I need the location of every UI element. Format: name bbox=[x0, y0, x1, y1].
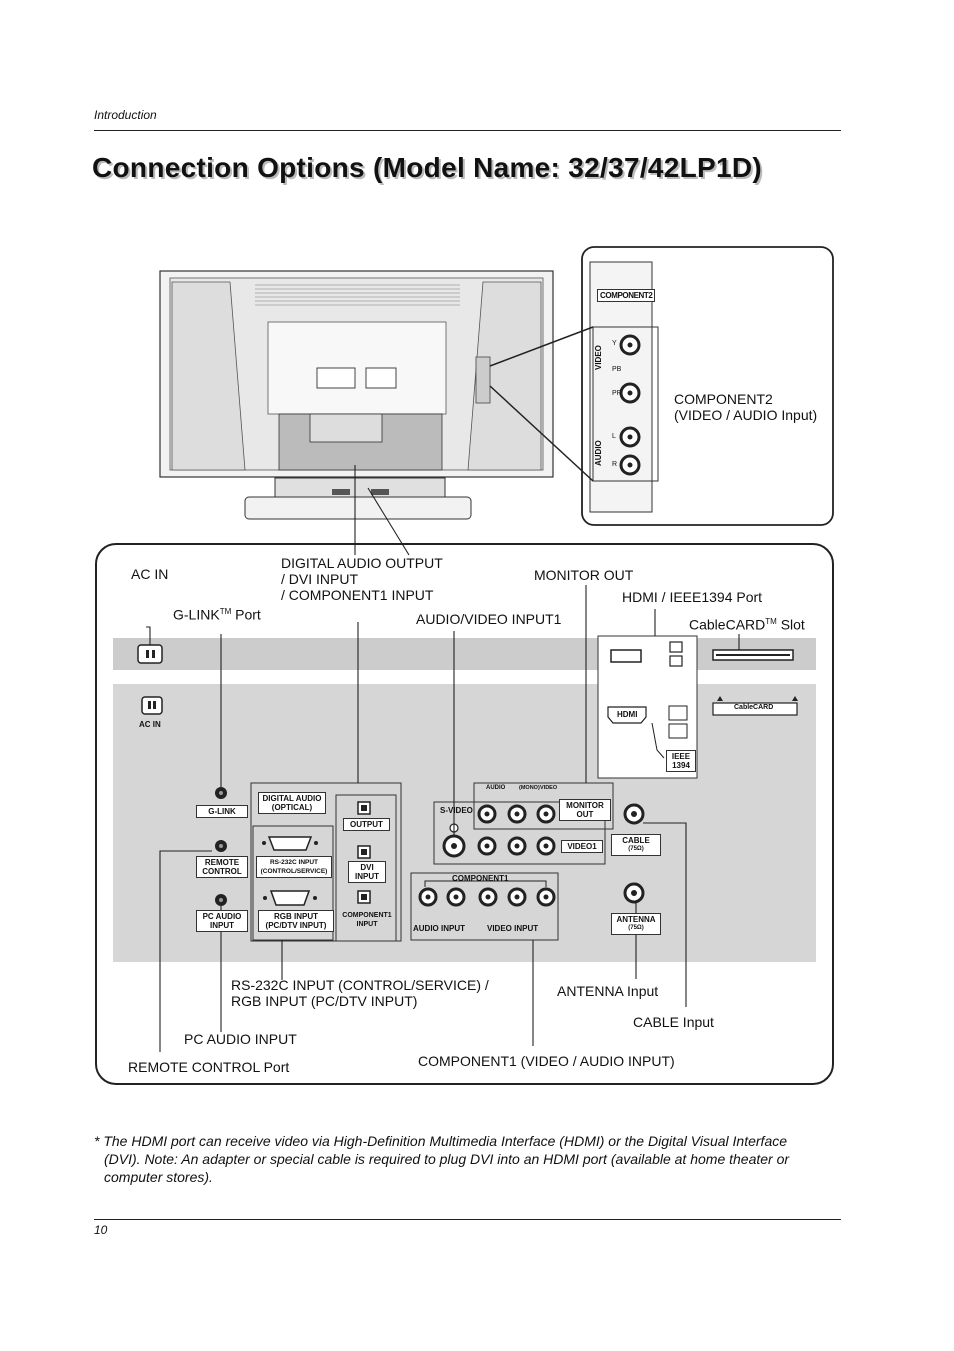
cablecard-tm: TM bbox=[765, 617, 777, 626]
rgb-label-line1: RGB INPUT bbox=[274, 912, 318, 921]
panel-video-label: VIDEO bbox=[540, 785, 558, 791]
antenna-callout: ANTENNA Input bbox=[557, 983, 659, 999]
digital-audio-label-line1: DIGITAL AUDIO bbox=[262, 794, 322, 803]
panel-cablecard-label: CableCARD bbox=[734, 704, 774, 711]
page-number: 10 bbox=[94, 1223, 108, 1237]
component2-callout-line2: (VIDEO / AUDIO Input) bbox=[674, 407, 818, 423]
footer-divider bbox=[94, 1219, 841, 1220]
tv-rear-illustration bbox=[159, 270, 554, 520]
monitor-out-callout: MONITOR OUT bbox=[534, 567, 634, 583]
rgb-label-line2: (PC/DTV INPUT) bbox=[265, 921, 327, 930]
component2-callout: COMPONENT2 (VIDEO / AUDIO Input) bbox=[674, 391, 817, 423]
component1-callout: COMPONENT1 (VIDEO / AUDIO INPUT) bbox=[418, 1053, 675, 1069]
antenna-label-line1: ANTENNA bbox=[616, 915, 656, 924]
remote-control-callout: REMOTE CONTROL Port bbox=[128, 1059, 290, 1075]
ac-in-callout: AC IN bbox=[131, 566, 169, 582]
antenna-label-line2: (75Ω) bbox=[628, 925, 644, 931]
cable-callout: CABLE Input bbox=[633, 1014, 714, 1030]
cablecard-callout-text: CableCARD bbox=[689, 616, 766, 633]
digital-audio-callout-line2: / DVI INPUT bbox=[281, 571, 359, 587]
panel-g-link-label: G-LINK bbox=[196, 805, 248, 818]
av-input1-callout: AUDIO/VIDEO INPUT1 bbox=[416, 611, 562, 627]
panel-mono-label: (MONO) bbox=[519, 785, 540, 791]
cablecard-callout-suffix: Slot bbox=[776, 616, 805, 633]
digital-audio-callout-line3: / COMPONENT1 INPUT bbox=[281, 587, 434, 603]
pc-audio-label-line1: PC AUDIO bbox=[202, 912, 242, 921]
component1-input-line2: INPUT bbox=[356, 921, 378, 928]
l-label: L bbox=[612, 433, 616, 440]
pb-label: PB bbox=[612, 366, 622, 373]
dvi-label-line1: DVI bbox=[360, 863, 374, 872]
video-label: VIDEO bbox=[594, 345, 603, 370]
footnote-line-3: computer stores). bbox=[104, 1169, 213, 1185]
rs232c-callout-line1: RS-232C INPUT (CONTROL/SERVICE) / bbox=[231, 977, 489, 993]
footnote-line-1: * The HDMI port can receive video via Hi… bbox=[94, 1133, 788, 1149]
monitor-out-line2: OUT bbox=[576, 810, 594, 819]
panel-audio-input-label: AUDIO INPUT bbox=[413, 924, 465, 933]
panel-s-video-label: S-VIDEO bbox=[440, 806, 473, 815]
component2-jacks bbox=[619, 334, 641, 476]
connection-diagram bbox=[95, 246, 834, 1085]
pc-audio-label-line2: INPUT bbox=[210, 921, 234, 930]
pr-label: PR bbox=[612, 390, 622, 397]
av-jacks bbox=[477, 804, 556, 856]
section-header: Introduction bbox=[94, 108, 157, 122]
ieee-label-line1: IEEE bbox=[671, 752, 691, 761]
footnote-line-2: (DVI). Note: An adapter or special cable… bbox=[104, 1151, 790, 1167]
ieee-label-line2: 1394 bbox=[672, 761, 690, 770]
y-label: Y bbox=[612, 340, 617, 347]
panel-video1-label: VIDEO1 bbox=[561, 840, 603, 853]
digital-audio-callout-line1: DIGITAL AUDIO OUTPUT bbox=[281, 555, 443, 571]
digital-audio-callout: DIGITAL AUDIO OUTPUT / DVI INPUT / COMPO… bbox=[281, 555, 443, 603]
panel-cable-label: CABLE(75Ω) bbox=[611, 834, 661, 856]
panel-rs232c-label: RS-232C INPUT (CONTROL/SERVICE) bbox=[256, 856, 332, 878]
panel-output-label: OUTPUT bbox=[343, 818, 390, 831]
cablecard-callout: CableCARDTM Slot bbox=[689, 614, 805, 633]
page-title: Connection Options (Model Name: 32/37/42… bbox=[92, 152, 763, 183]
g-link-callout-suffix: Port bbox=[231, 606, 261, 623]
rs232c-callout: RS-232C INPUT (CONTROL/SERVICE) / RGB IN… bbox=[231, 977, 489, 1009]
remote-label-line1: REMOTE bbox=[204, 858, 240, 867]
panel-ac-in-label: AC IN bbox=[139, 720, 161, 729]
component2-callout-line1: COMPONENT2 bbox=[674, 391, 773, 407]
panel-video-input-label: VIDEO INPUT bbox=[487, 924, 539, 933]
panel-hdmi-label: HDMI bbox=[617, 710, 638, 719]
monitor-out-line1: MONITOR bbox=[566, 801, 604, 810]
rs232c-callout-line2: RGB INPUT (PC/DTV INPUT) bbox=[231, 993, 418, 1009]
dvi-label-line2: INPUT bbox=[355, 872, 379, 881]
cable-label-line2: (75Ω) bbox=[628, 846, 644, 852]
panel-audio-label: AUDIO bbox=[486, 785, 506, 791]
panel-component1-label: COMPONENT1 bbox=[452, 874, 509, 883]
audio-label: AUDIO bbox=[594, 440, 603, 466]
pc-audio-callout: PC AUDIO INPUT bbox=[184, 1031, 297, 1047]
g-link-callout: G-LINKTM Port bbox=[173, 604, 261, 623]
g-link-tm: TM bbox=[219, 607, 232, 616]
hdmi-footnote: * The HDMI port can receive video via Hi… bbox=[94, 1132, 839, 1186]
rs232c-label-line1: RS-232C INPUT bbox=[269, 859, 319, 866]
panel-digital-audio-label: DIGITAL AUDIO(OPTICAL) bbox=[258, 792, 326, 814]
remote-label-line2: CONTROL bbox=[202, 867, 242, 876]
panel-rgb-input-label: RGB INPUT(PC/DTV INPUT) bbox=[258, 910, 334, 932]
r-label: R bbox=[612, 461, 618, 468]
component1-input-line1: COMPONENT1 bbox=[342, 912, 392, 919]
component1-jacks bbox=[418, 887, 556, 907]
panel-antenna-label: ANTENNA(75Ω) bbox=[611, 913, 661, 935]
hdmi-ieee-callout: HDMI / IEEE1394 Port bbox=[622, 589, 763, 605]
g-link-callout-text: G-LINK bbox=[173, 606, 220, 623]
rs232c-label-line2: (CONTROL/SERVICE) bbox=[260, 868, 328, 875]
component2-header-label: COMPONENT2 bbox=[597, 289, 656, 302]
cable-label-line1: CABLE bbox=[622, 836, 650, 845]
digital-audio-label-line2: (OPTICAL) bbox=[271, 803, 313, 812]
header-divider bbox=[94, 130, 841, 131]
